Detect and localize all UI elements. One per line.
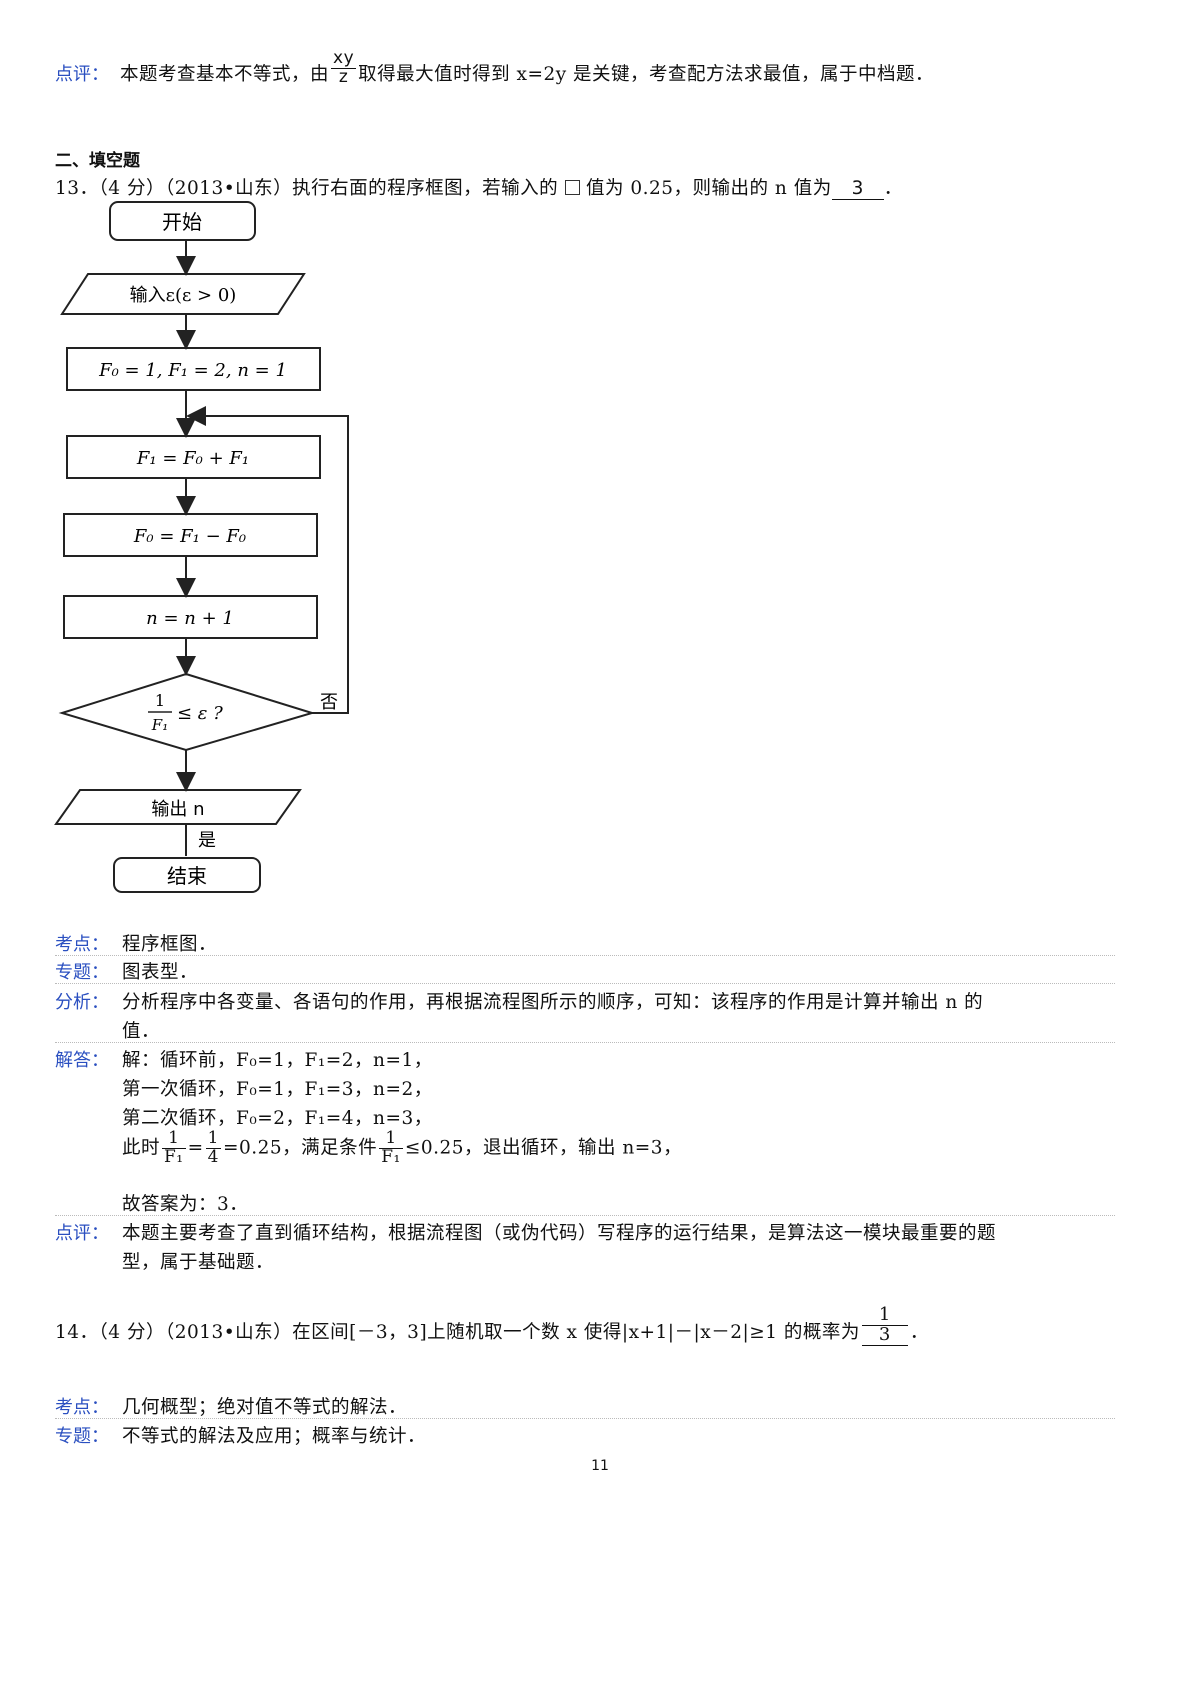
- q13-jieda-line1: 解：循环前，F₀=1，F₁=2，n=1，: [122, 1050, 433, 1071]
- flow-input-text: 输入ε(ε > 0): [130, 285, 237, 306]
- flow-cond-text: ≤ ε ?: [177, 703, 223, 724]
- q13-answer: 3: [831, 178, 884, 200]
- flow-step3-text: n = n + 1: [146, 608, 234, 629]
- page-number: 11: [591, 1458, 609, 1474]
- q13-dianping-label: 点评：: [55, 1223, 109, 1244]
- comment-label: 点评：: [55, 64, 109, 85]
- frac-numerator: 1: [379, 1129, 403, 1149]
- q13-stem-end: ．: [883, 178, 903, 199]
- q13-jieda-label: 解答：: [55, 1050, 109, 1071]
- q14-kaodian: 几何概型；绝对值不等式的解法．: [122, 1397, 408, 1418]
- divider: [55, 983, 1115, 984]
- flow-no-label: 否: [320, 692, 338, 713]
- flow-output-box: [54, 789, 302, 825]
- q13-fenxi-label: 分析：: [55, 992, 109, 1013]
- frac-denominator: F₁: [164, 1146, 184, 1167]
- q14-kaodian-label: 考点：: [55, 1397, 109, 1418]
- comment-text-part1: 本题考查基本不等式，由: [120, 64, 330, 85]
- frac-denominator: z: [338, 66, 349, 87]
- frac-denominator: F₁: [381, 1146, 401, 1167]
- flow-start-text: 开始: [162, 210, 202, 234]
- divider: [55, 1215, 1115, 1216]
- comment-text-part2: 取得最大值时得到 x=2y 是关键，考查配方法求最值，属于中档题．: [358, 64, 935, 85]
- q13-fenxi-line1: 分析程序中各变量、各语句的作用，再根据流程图所示的顺序，可知：该程序的作用是计算…: [122, 992, 984, 1013]
- q13-stem-part2: 值为 0.25，则输出的 n 值为: [585, 178, 832, 199]
- flow-start-box: [109, 201, 256, 241]
- flow-yes-label: 是: [198, 830, 216, 851]
- flow-output-text: 输出 n: [151, 799, 204, 820]
- q13-stem-part1: 13．（4 分）（2013•山东）执行右面的程序框图，若输入的: [55, 178, 559, 199]
- frac-numerator: 1: [861, 1305, 908, 1326]
- frac-denominator: 3: [878, 1324, 891, 1345]
- epsilon-placeholder-box: [564, 180, 580, 195]
- flow-step2-text: F₀ = F₁ − F₀: [133, 526, 246, 547]
- q14-stem-text: 14．（4 分）（2013•山东）在区间[－3，3]上随机取一个数 x 使得|x…: [55, 1322, 860, 1343]
- jieda4-eq: =: [187, 1137, 204, 1159]
- flowchart: 开始 输入ε(ε > 0) F₀ = 1, F₁ = 2, n = 1 F₁ =…: [54, 201, 349, 893]
- flow-cond-denominator: F₁: [151, 716, 168, 734]
- jieda4-part3: ≤0.25，退出循环，输出 n=3，: [404, 1137, 683, 1159]
- divider: [55, 1042, 1115, 1043]
- frac-numerator: 1: [162, 1129, 186, 1149]
- section-title: 二、填空题: [55, 151, 140, 171]
- q13-jieda-line2: 第一次循环，F₀=1，F₁=3，n=2，: [122, 1079, 433, 1100]
- flow-end-box: [113, 857, 261, 893]
- jieda4-part1: 此时: [122, 1137, 161, 1159]
- flow-step1-text: F₁ = F₀ + F₁: [136, 448, 249, 469]
- divider: [55, 955, 1115, 956]
- frac-numerator: 1: [205, 1128, 221, 1149]
- flow-input-box: [60, 273, 306, 315]
- q13-dianping-line2: 型，属于基础题．: [122, 1252, 275, 1273]
- frac-denominator: 4: [207, 1146, 219, 1167]
- flow-init-text: F₀ = 1, F₁ = 2, n = 1: [98, 360, 287, 381]
- flow-end-text: 结束: [167, 864, 207, 888]
- q13-fenxi-line2: 值．: [122, 1021, 161, 1042]
- q13-jieda-line3: 第二次循环，F₀=2，F₁=4，n=3，: [122, 1108, 433, 1129]
- q13-dianping-line1: 本题主要考查了直到循环结构，根据流程图（或伪代码）写程序的运行结果，是算法这一模…: [122, 1223, 997, 1244]
- divider: [55, 1418, 1115, 1419]
- q13-kaodian-label: 考点：: [55, 934, 109, 955]
- frac-numerator: xy: [331, 47, 357, 69]
- q13-kaodian: 程序框图．: [122, 934, 218, 955]
- jieda4-part2: =0.25，满足条件: [222, 1137, 378, 1159]
- q14-stem-end: ．: [909, 1322, 929, 1343]
- q14-stem: 14．（4 分）（2013•山东）在区间[－3，3]上随机取一个数 x 使得|x…: [55, 1305, 929, 1346]
- q14-zhuanti: 不等式的解法及应用；概率与统计．: [122, 1426, 427, 1447]
- q14-zhuanti-label: 专题：: [55, 1426, 109, 1447]
- q13-stem: 13．（4 分）（2013•山东）执行右面的程序框图，若输入的 值为 0.25，…: [55, 174, 903, 200]
- flow-cond-numerator: 1: [155, 691, 165, 710]
- q13-jieda-line5: 故答案为：3．: [122, 1194, 249, 1215]
- q13-zhuanti-label: 专题：: [55, 962, 109, 983]
- q13-zhuanti: 图表型．: [122, 962, 199, 983]
